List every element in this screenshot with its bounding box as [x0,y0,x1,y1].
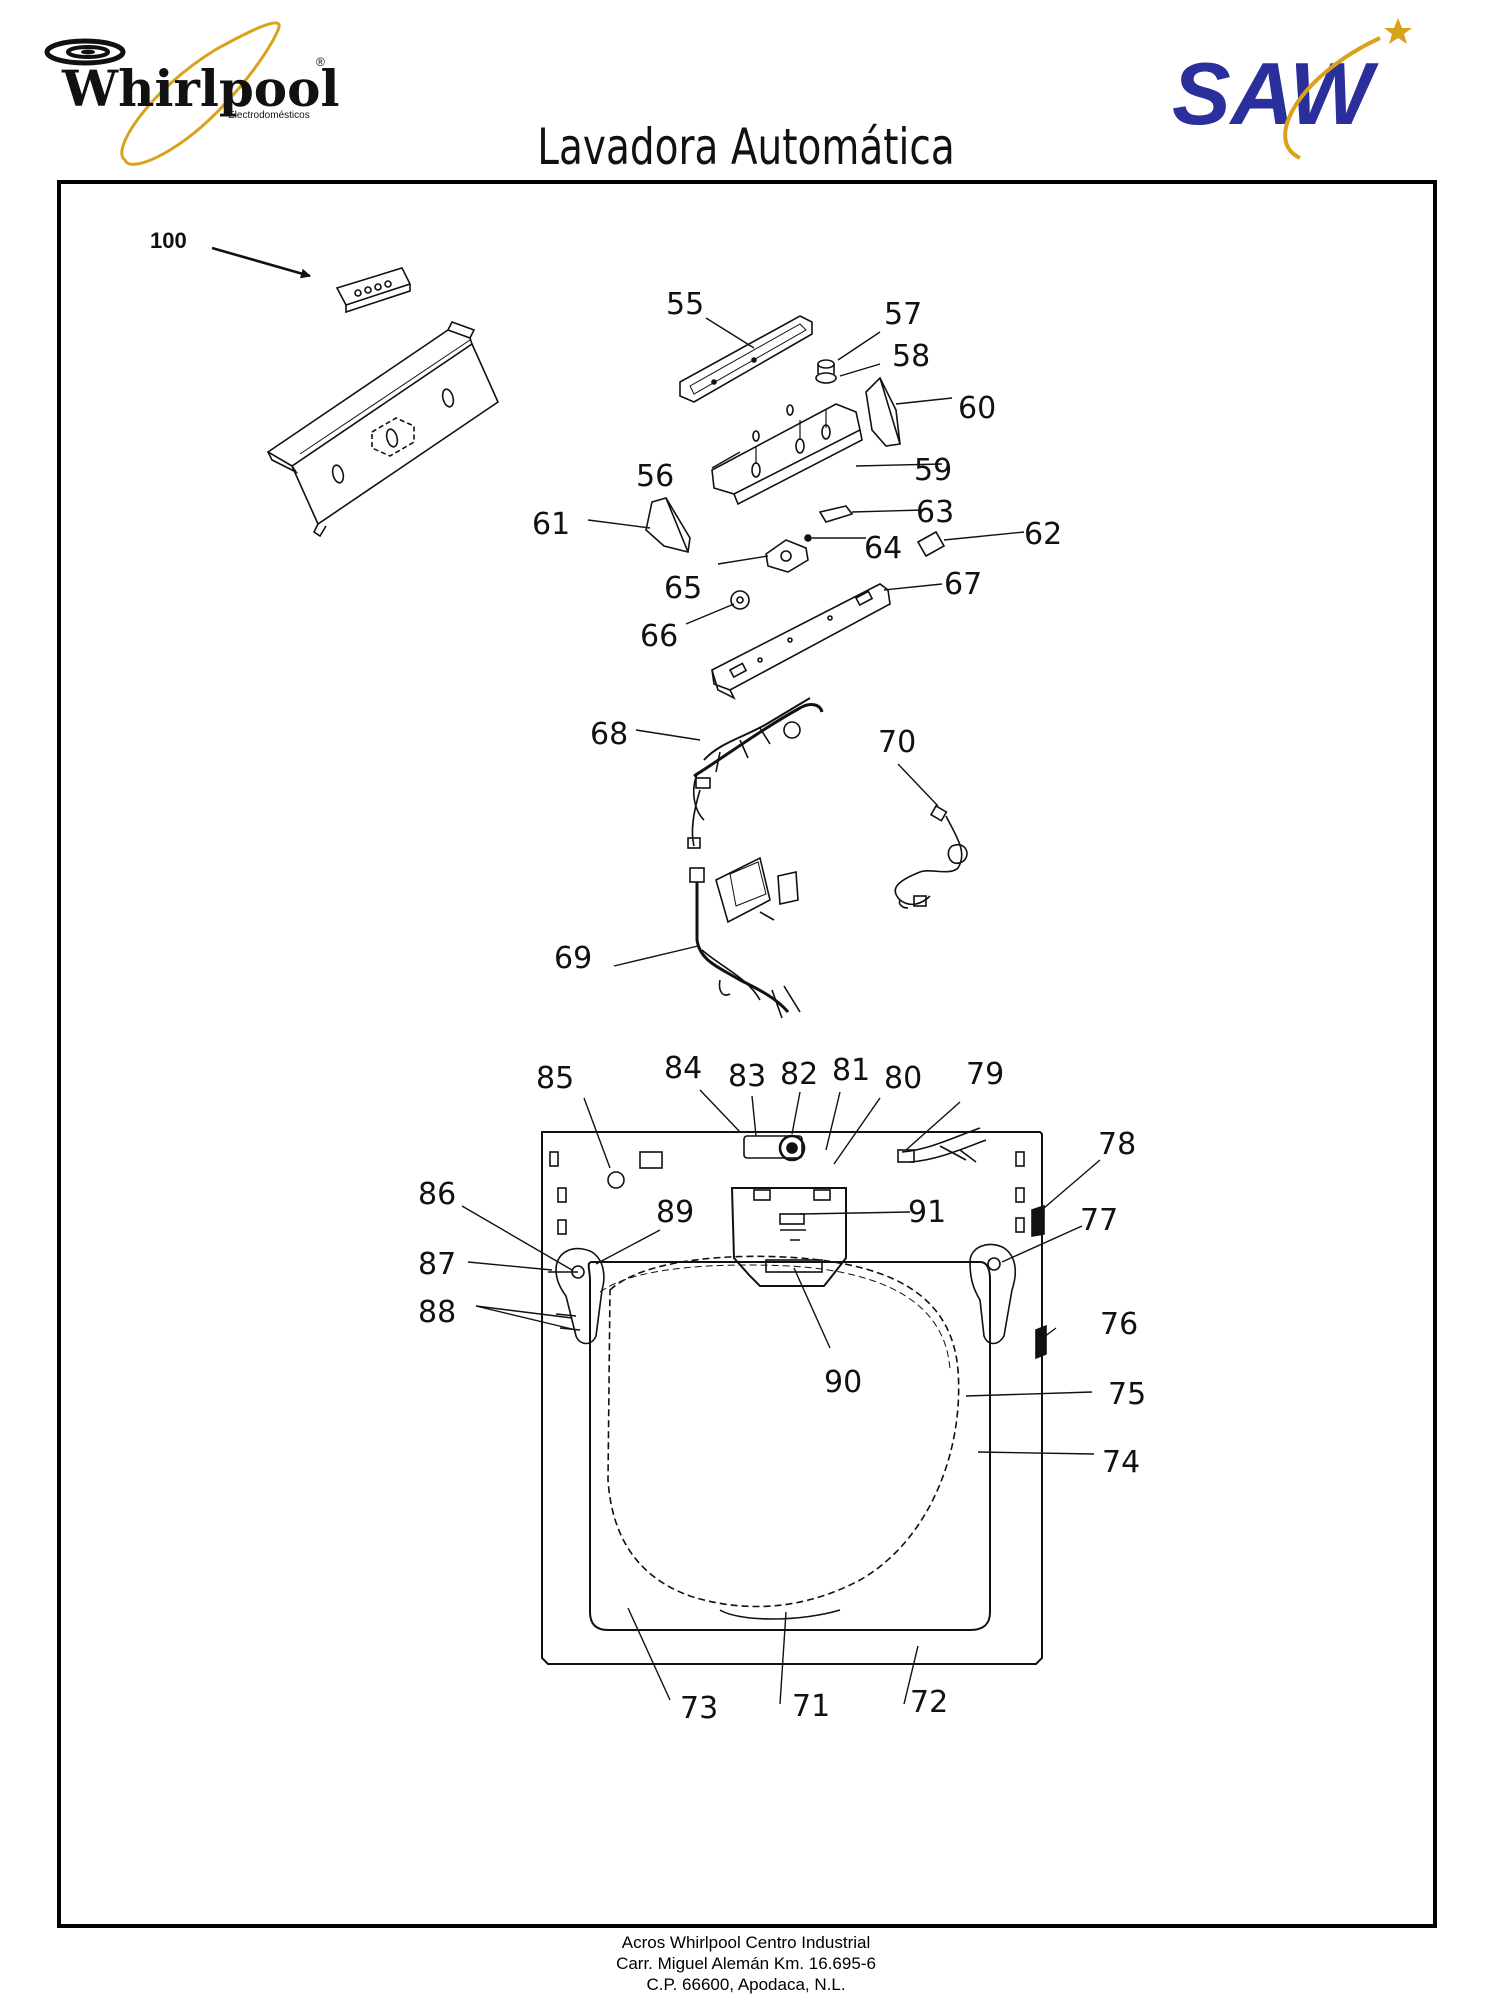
part-59-control-housing [711,403,863,506]
part-63-clip [818,505,854,523]
page-header: Whirlpool Electrodomésticos ® SAW Lavado… [0,0,1492,180]
callout-70: 70 [878,725,916,760]
callout-71: 71 [792,1689,830,1724]
part-64-screw [804,534,812,542]
footer-line-3: C.P. 66600, Apodaca, N.L. [646,1975,846,1994]
footer-line-1: Acros Whirlpool Centro Industrial [621,1933,871,1952]
part-79-hose [897,1127,987,1163]
callout-67: 67 [944,567,982,602]
callout-81: 81 [832,1053,870,1088]
callout-79: 79 [966,1057,1004,1092]
part-62-clip [916,530,946,558]
callout-labels: 55 57 58 60 56 59 61 63 62 64 65 67 66 6… [418,287,1146,1726]
callout-60: 60 [958,391,996,426]
callout-68: 68 [590,717,628,752]
callout-59: 59 [914,453,952,488]
console-panel [266,321,500,538]
diagram-frame [57,180,1437,1928]
callout-69: 69 [554,941,592,976]
callout-56: 56 [636,459,674,494]
part-60-endcap-right [865,376,901,447]
callout-58: 58 [892,339,930,374]
upper-leaders [587,317,1025,967]
callout-89: 89 [656,1195,694,1230]
lid-switch-assembly [730,1187,847,1287]
star-icon [1384,18,1412,44]
callout-90: 90 [824,1365,862,1400]
lower-leaders [461,1089,1101,1705]
callout-82: 82 [780,1057,818,1092]
callout-85: 85 [536,1061,574,1096]
part-68-wire-harness [687,697,824,849]
page-title: Lavadora Automática [537,118,955,176]
leader-100 [211,246,311,279]
callout-76: 76 [1100,1307,1138,1342]
part-57-58-knob [815,359,837,384]
callout-74: 74 [1102,1445,1140,1480]
callout-78: 78 [1098,1127,1136,1162]
whirlpool-wordmark: Whirlpool [61,59,340,118]
callout-88: 88 [418,1295,456,1330]
footer-line-2: Carr. Miguel Alemán Km. 16.695-6 [616,1954,876,1973]
hinge-right [969,1243,1017,1345]
exploded-parts-diagram: 100 [150,228,1146,1726]
header-logos: Whirlpool Electrodomésticos ® SAW [44,18,1412,166]
callout-84: 84 [664,1051,702,1086]
part-67-mounting-plate [711,583,891,700]
footer-address: Acros Whirlpool Centro Industrial Carr. … [0,1932,1492,1995]
callout-66: 66 [640,619,678,654]
part-76-side-clip [1035,1324,1047,1360]
part-69-lower-harness [689,856,801,1019]
saw-logo: SAW [1172,18,1412,160]
callout-91: 91 [908,1195,946,1230]
part-55-graphic-panel [679,315,813,403]
callout-62: 62 [1024,517,1062,552]
part-100-badge [335,267,412,314]
callout-72: 72 [910,1685,948,1720]
callout-61: 61 [532,507,570,542]
svg-text:®: ® [316,55,325,69]
callout-73: 73 [680,1691,718,1726]
callout-83: 83 [728,1059,766,1094]
saw-wordmark: SAW [1172,44,1379,143]
callout-57: 57 [884,297,922,332]
callout-75: 75 [1108,1377,1146,1412]
callout-86: 86 [418,1177,456,1212]
lid-opening [587,1255,991,1631]
part-72-cabinet-top [541,1131,1043,1665]
part-70-power-cord [894,804,968,909]
part-65-switch [765,539,809,573]
whirlpool-logo: Whirlpool Electrodomésticos ® [44,21,340,166]
callout-55: 55 [666,287,704,322]
callout-80: 80 [884,1061,922,1096]
part-61-endcap-left [645,497,691,553]
whirlpool-subtitle: Electrodomésticos [228,110,310,121]
part-82-actuator [743,1134,806,1162]
part-66-knob-insert [730,590,750,610]
callout-65: 65 [664,571,702,606]
callout-63: 63 [916,495,954,530]
callout-64: 64 [864,531,902,566]
callout-87: 87 [418,1247,456,1282]
callout-100: 100 [150,228,187,253]
part-77-78-right-clips [1031,1204,1045,1237]
callout-77: 77 [1080,1203,1118,1238]
